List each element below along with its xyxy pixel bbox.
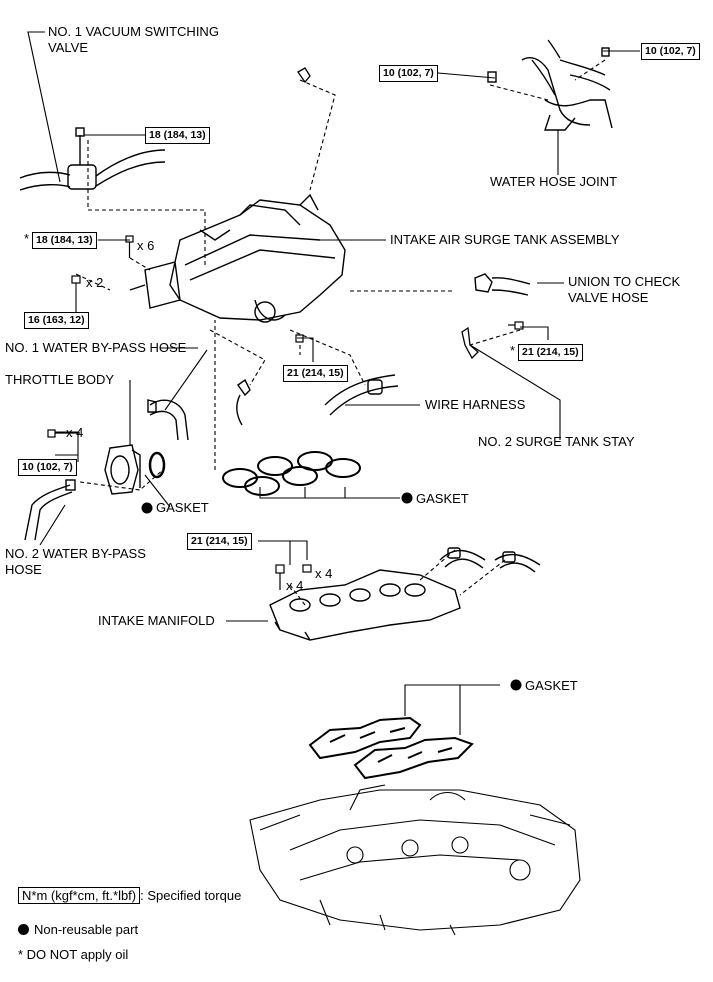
label-intake-air-surge-tank: INTAKE AIR SURGE TANK ASSEMBLY <box>390 232 620 247</box>
stay-art <box>461 326 479 360</box>
intake-manifold-art <box>269 547 541 641</box>
legend-torque: N*m (kgf*cm, ft.*lbf): Specified torque <box>18 887 242 904</box>
quantity-x6: x 6 <box>137 238 155 253</box>
legend-no-oil: * DO NOT apply oil <box>18 947 129 962</box>
torque-spec-box: 21 (214, 15) <box>518 344 583 361</box>
label-gasket-ports-text: GASKET <box>416 491 469 506</box>
torque-spec-box: 10 (102, 7) <box>641 43 700 60</box>
clip-art <box>297 67 311 84</box>
torque-spec-box: 10 (102, 7) <box>18 459 77 476</box>
label-vsv-line1: NO. 1 VACUUM SWITCHING <box>48 24 219 39</box>
engine-block-art <box>249 784 581 936</box>
legend-torque-unit: N*m (kgf*cm, ft.*lbf) <box>18 887 141 904</box>
label-water-hose-joint: WATER HOSE JOINT <box>490 174 618 189</box>
throttle-gasket-art <box>148 451 166 479</box>
quantity-x4: x 4 <box>66 425 84 440</box>
bypass2-art <box>24 479 76 541</box>
label-gasket-ports: GASKET <box>400 491 469 507</box>
quantity-x4: x 4 <box>286 578 304 593</box>
port-gaskets-art <box>222 451 361 496</box>
quantity-x2: x 2 <box>86 275 104 290</box>
bolt-art <box>47 235 524 590</box>
label-gasket-throttle: GASKET <box>140 500 209 516</box>
bypass1-art <box>147 378 251 441</box>
union-hose-art <box>474 273 531 296</box>
legend-torque-text: : Specified torque <box>140 888 242 903</box>
throttle-body-art <box>104 444 141 495</box>
quantity-x4: x 4 <box>315 566 333 581</box>
label-throttle-body: THROTTLE BODY <box>5 372 115 387</box>
lower-gaskets-art <box>308 716 474 780</box>
label-gasket-throttle-text: GASKET <box>156 500 209 515</box>
label-union-line2: VALVE HOSE <box>568 290 649 305</box>
label-no2-surge-tank-stay: NO. 2 SURGE TANK STAY <box>478 434 635 449</box>
label-gasket-lower: GASKET <box>509 678 578 694</box>
torque-spec-box: 10 (102, 7) <box>379 65 438 82</box>
torque-spec-box: 16 (163, 12) <box>24 312 89 329</box>
label-intake-manifold: INTAKE MANIFOLD <box>98 613 215 628</box>
label-no1-bypass-hose: NO. 1 WATER BY-PASS HOSE <box>5 340 187 355</box>
no-oil-mark: * <box>510 343 516 358</box>
no-oil-mark: * <box>24 231 30 246</box>
torque-spec-box: 21 (214, 15) <box>187 533 252 550</box>
label-vacuum-switching-valve: NO. 1 VACUUM SWITCHING VALVE <box>48 24 219 56</box>
wire-harness-art <box>324 374 399 416</box>
label-wire-harness: WIRE HARNESS <box>425 397 526 412</box>
torque-spec-box: 18 (184, 13) <box>145 127 210 144</box>
assembly-lines <box>75 59 606 606</box>
leader-lines <box>27 31 640 735</box>
torque-spec-box: 21 (214, 15) <box>283 365 348 382</box>
legend-nonreusable: Non-reusable part <box>18 922 138 938</box>
label-bypass2-line2: HOSE <box>5 562 42 577</box>
label-union-hose: UNION TO CHECK VALVE HOSE <box>568 274 680 306</box>
water-hose-joint-art <box>487 39 613 131</box>
label-union-line1: UNION TO CHECK <box>568 274 681 289</box>
legend-nonreusable-text: Non-reusable part <box>34 922 139 937</box>
nonreusable-dots <box>141 492 522 691</box>
label-gasket-lower-text: GASKET <box>525 678 578 693</box>
nonreusable-dot-icon <box>18 924 29 935</box>
label-no2-bypass-hose: NO. 2 WATER BY-PASS HOSE <box>5 546 146 578</box>
surge-tank-art <box>129 193 346 323</box>
label-vsv-line2: VALVE <box>48 40 88 55</box>
label-bypass2-line1: NO. 2 WATER BY-PASS <box>5 546 146 561</box>
vsv-hose-art <box>19 127 166 191</box>
torque-spec-box: 18 (184, 13) <box>32 232 97 249</box>
